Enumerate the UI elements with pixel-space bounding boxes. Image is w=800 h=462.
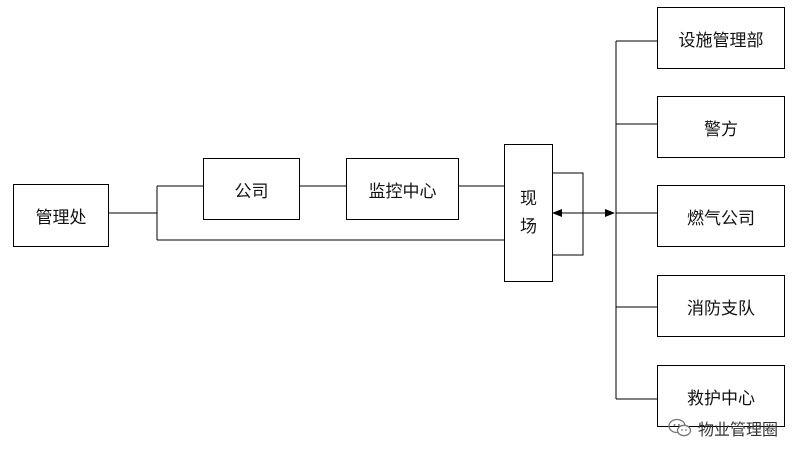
- node-gas-company: 燃气公司: [657, 185, 785, 247]
- node-management-office: 管理处: [13, 184, 109, 247]
- site-side-bracket: [552, 172, 584, 256]
- node-company-label: 公司: [234, 181, 269, 202]
- node-fire-brigade: 消防支队: [657, 275, 785, 337]
- watermark-text: 物业管理圈: [697, 420, 778, 439]
- node-monitoring-center: 监控中心: [346, 158, 459, 220]
- node-fire-brigade-label: 消防支队: [687, 298, 755, 319]
- node-ambulance-center: 救护中心: [657, 365, 785, 427]
- node-ambulance-center-label: 救护中心: [687, 388, 755, 409]
- node-monitoring-center-label: 监控中心: [368, 181, 437, 202]
- node-site-label-2: 场: [520, 217, 537, 237]
- node-facilities-dept: 设施管理部: [657, 7, 785, 69]
- node-police: 警方: [657, 96, 785, 158]
- node-site: 现 场: [504, 144, 553, 282]
- watermark: 物业管理圈: [668, 416, 778, 440]
- node-company: 公司: [203, 158, 300, 220]
- node-facilities-dept-label: 设施管理部: [678, 30, 764, 51]
- wechat-icon: [668, 418, 692, 437]
- node-police-label: 警方: [704, 119, 738, 140]
- node-site-label-1: 现: [520, 189, 537, 209]
- node-gas-company-label: 燃气公司: [687, 208, 755, 229]
- node-management-office-label: 管理处: [35, 208, 87, 228]
